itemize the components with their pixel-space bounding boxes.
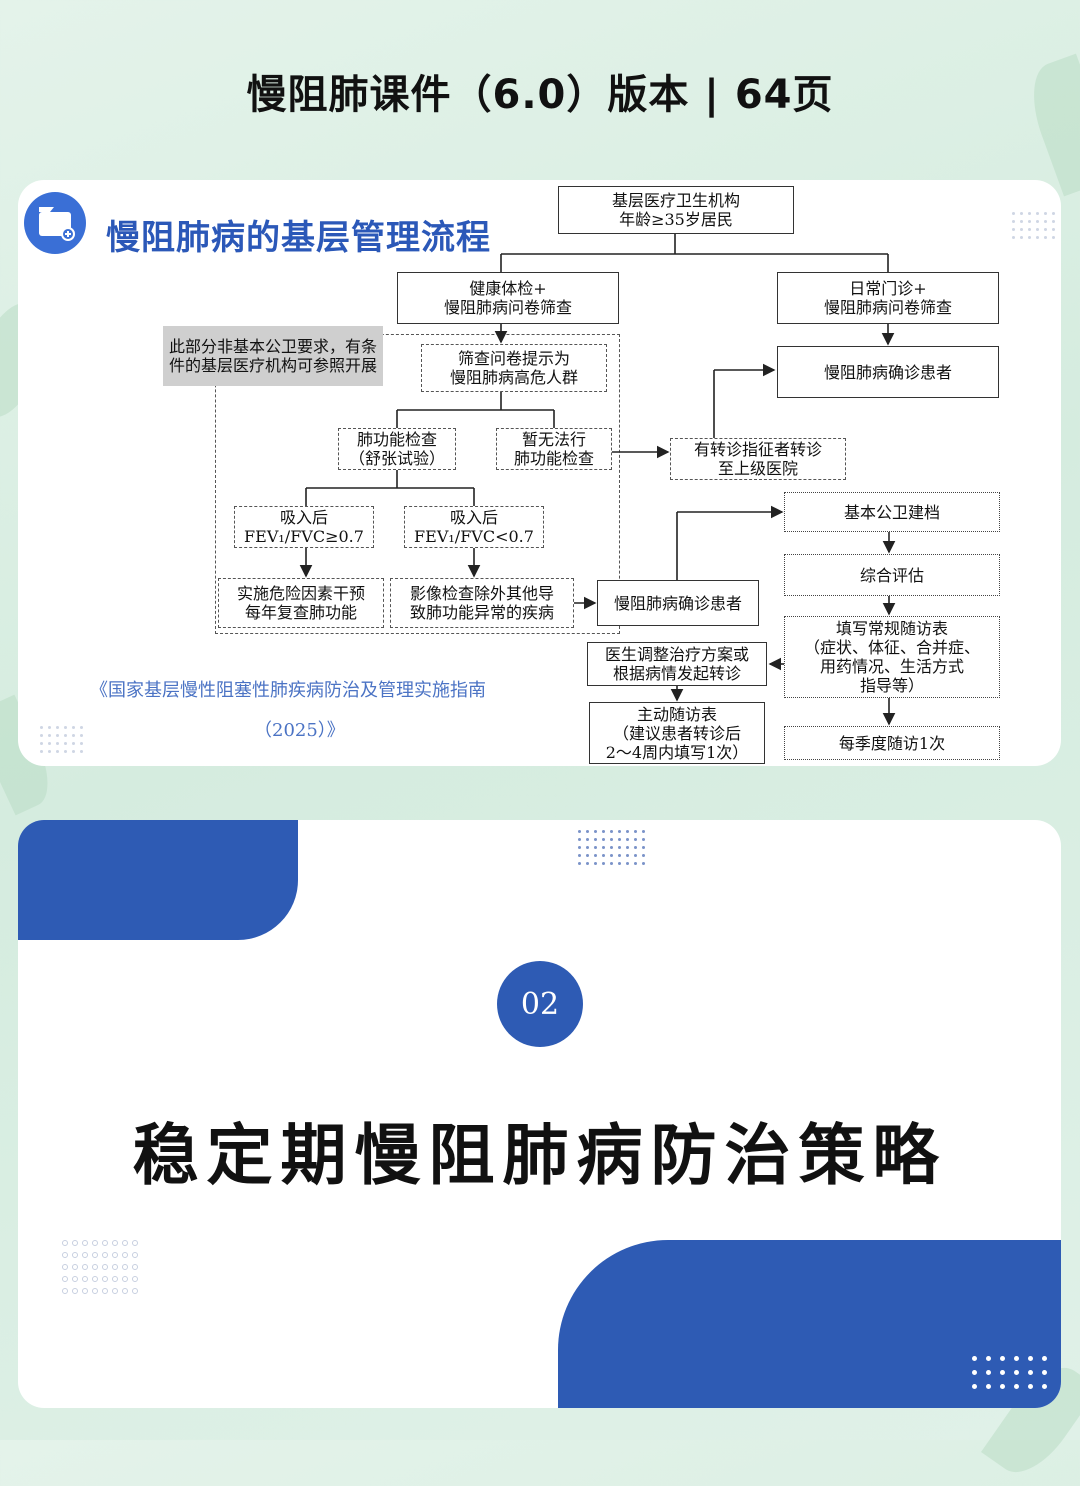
flowchart-card: 慢阻肺病的基层管理流程 此部分非基本公卫要求，有条件的基层医疗机构可参照开展 xyxy=(18,180,1061,766)
page-title: 慢阻肺课件（6.0）版本 | 64页 xyxy=(246,72,834,118)
dot-grid-decoration xyxy=(972,1356,1047,1389)
dot-grid-decoration xyxy=(578,830,645,865)
optional-region xyxy=(215,334,620,634)
node-referral: 有转诊指征者转诊 至上级医院 xyxy=(670,438,846,480)
corner-shape-top xyxy=(18,820,298,940)
node-active-form: 主动随访表 （建议患者转诊后 2～4周内填写1次） xyxy=(589,702,765,764)
node-confirmed-mid: 慢阻肺病确诊患者 xyxy=(597,580,759,626)
node-public-file: 基本公卫建档 xyxy=(784,492,1000,532)
section-card: 02 稳定期慢阻肺病防治策略 xyxy=(18,820,1061,1408)
node-followup-form: 填写常规随访表 （症状、体征、合并症、 用药情况、生活方式 指导等） xyxy=(784,616,1000,698)
node-lung-test: 肺功能检查 （舒张试验） xyxy=(338,428,456,470)
node-assessment: 综合评估 xyxy=(784,554,1000,596)
citation-line2: （2025）》 xyxy=(254,720,345,741)
node-health-check: 健康体检+ 慢阻肺病问卷筛查 xyxy=(397,272,619,324)
section-number-badge: 02 xyxy=(497,961,583,1047)
corner-shape-bottom xyxy=(558,1240,1061,1408)
section-title: 稳定期慢阻肺病防治策略 xyxy=(132,1116,947,1194)
node-ge07: 吸入后 FEV₁/FVC≥0.7 xyxy=(234,506,374,548)
node-top: 基层医疗卫生机构 年龄≥35岁居民 xyxy=(558,186,794,234)
card-heading: 慢阻肺病的基层管理流程 xyxy=(106,218,491,258)
node-no-lung-test: 暂无法行 肺功能检查 xyxy=(496,428,612,470)
node-confirmed-top: 慢阻肺病确诊患者 xyxy=(777,346,999,398)
flow-connectors xyxy=(299,234,896,726)
node-adjust: 医生调整治疗方案或 根据病情发起转诊 xyxy=(587,642,767,686)
node-clinic: 日常门诊+ 慢阻肺病问卷筛查 xyxy=(777,272,999,324)
node-intervene: 实施危险因素干预 每年复查肺功能 xyxy=(218,578,384,628)
folder-icon xyxy=(24,192,86,254)
optional-note: 此部分非基本公卫要求，有条件的基层医疗机构可参照开展 xyxy=(163,326,383,386)
node-lt07: 吸入后 FEV₁/FVC<0.7 xyxy=(404,506,544,548)
dot-grid-decoration xyxy=(1012,212,1055,239)
dot-grid-decoration xyxy=(62,1240,138,1294)
dot-grid-decoration xyxy=(40,726,83,753)
node-quarterly: 每季度随访1次 xyxy=(784,726,1000,760)
node-high-risk: 筛查问卷提示为 慢阻肺病高危人群 xyxy=(421,344,607,392)
node-imaging: 影像检查除外其他导 致肺功能异常的疾病 xyxy=(390,578,574,628)
citation-line1: 《国家基层慢性阻塞性肺疾病防治及管理实施指南 xyxy=(90,680,486,701)
